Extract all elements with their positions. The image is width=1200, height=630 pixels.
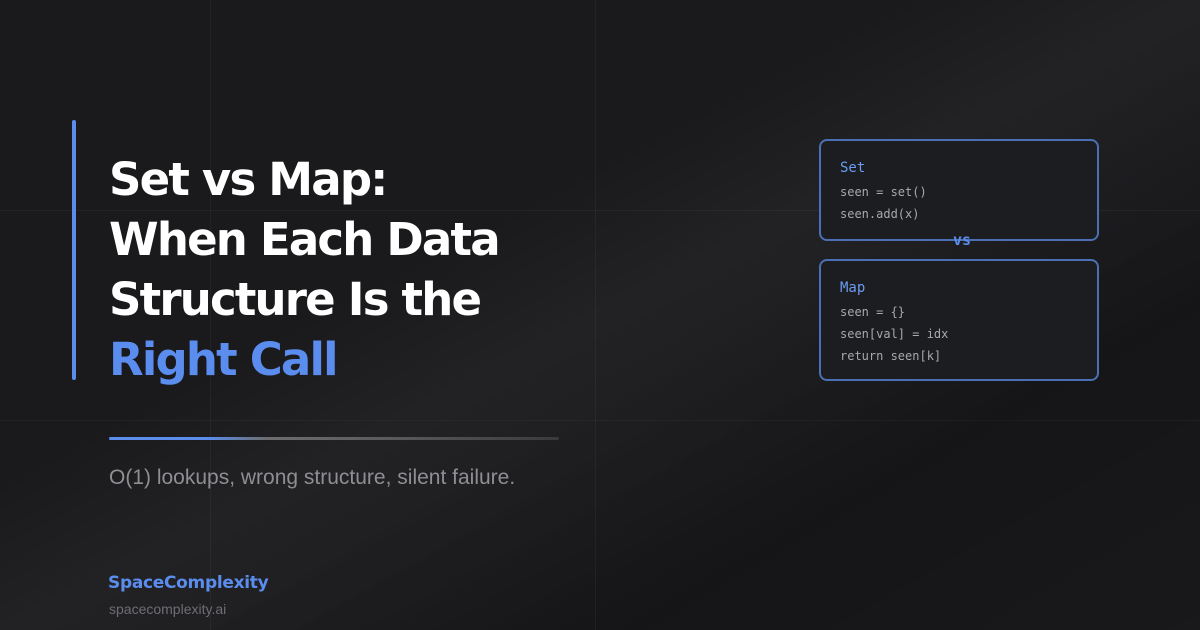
grid-line (210, 0, 211, 630)
grid-line (0, 210, 1200, 211)
page-title: Set vs Map: When Each Data Structure Is … (109, 150, 629, 390)
brand-name: SpaceComplexity (108, 573, 269, 593)
grid-line (0, 420, 1200, 421)
map-code-card: Map seen = {} seen[val] = idx return see… (819, 259, 1099, 381)
title-line-1: Set vs Map: (109, 153, 388, 206)
accent-bar (72, 120, 76, 380)
vs-label: vs (953, 231, 972, 249)
title-line-3: Structure Is the (109, 273, 482, 326)
code-line: return seen[k] (840, 349, 942, 363)
code-line: seen[val] = idx (840, 327, 949, 341)
code-line: seen = {} (840, 305, 906, 319)
brand-url: spacecomplexity.ai (109, 601, 227, 617)
set-code-card: Set seen = set() seen.add(x) (819, 139, 1099, 241)
code-line: seen = set() (840, 185, 927, 199)
title-line-2: When Each Data (109, 213, 501, 266)
map-card-title: Map (840, 280, 866, 296)
grid-line (595, 0, 596, 630)
title-underline (109, 437, 559, 440)
set-card-title: Set (840, 160, 866, 176)
subtitle: O(1) lookups, wrong structure, silent fa… (109, 466, 516, 489)
title-highlight: Right Call (109, 333, 339, 386)
code-line: seen.add(x) (840, 207, 920, 221)
